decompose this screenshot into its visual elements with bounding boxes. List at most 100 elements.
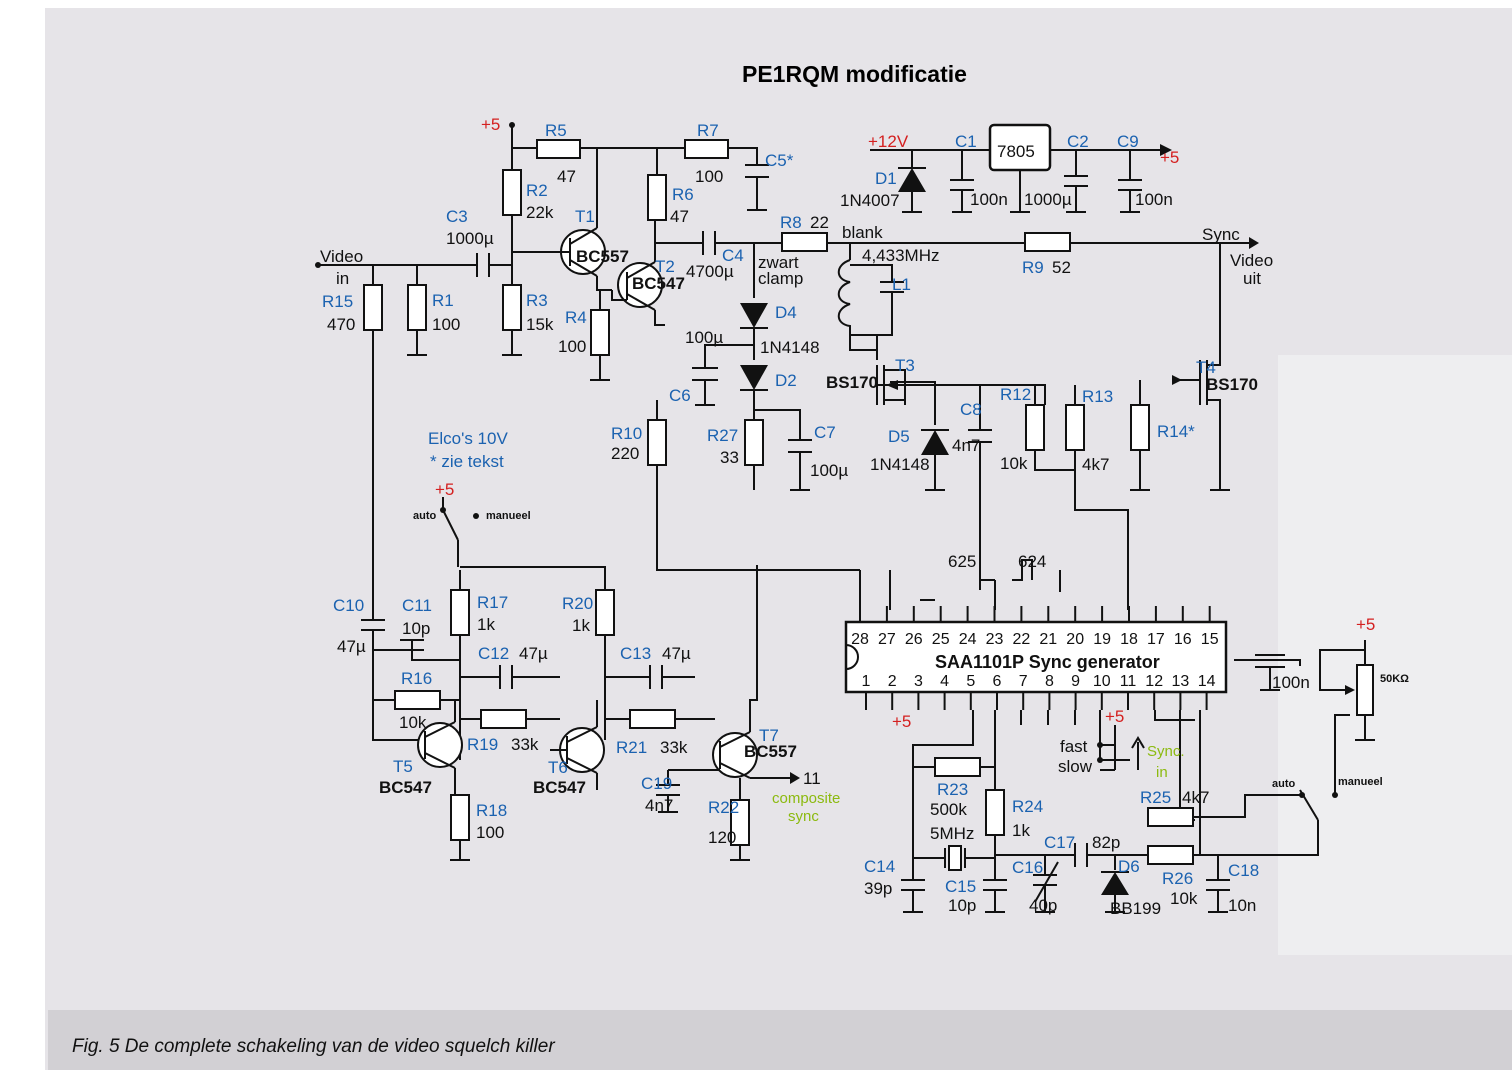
value-d5: 1N4148 — [870, 455, 930, 474]
ref-c3: C3 — [446, 207, 468, 226]
resistor-r13 — [1065, 404, 1085, 451]
value-u1: 7805 — [997, 142, 1035, 161]
ref-d5: D5 — [888, 427, 910, 446]
ref-c16: C16 — [1012, 858, 1043, 877]
ref-r7: R7 — [697, 121, 719, 140]
ic-pin-top: 15 — [1201, 631, 1219, 648]
elco-note: Elco's 10V — [428, 429, 508, 448]
resistor-r9 — [1024, 232, 1071, 252]
ref-d1: D1 — [875, 169, 897, 188]
fast-label: fast — [1060, 737, 1088, 756]
resistor-r21 — [629, 709, 676, 729]
output-pin-label: 11 — [803, 769, 821, 788]
ref-c15: C15 — [945, 877, 976, 896]
ref-l1: L1 — [892, 275, 911, 294]
elco-note-2: * zie tekst — [430, 452, 504, 471]
ref-c5: C5* — [765, 151, 794, 170]
sync-generator-core — [901, 640, 1375, 913]
resistor-r16 — [394, 690, 441, 710]
ref-r1: R1 — [432, 291, 454, 310]
value-r3: 15k — [526, 315, 554, 334]
value-t6: BC547 — [533, 778, 586, 797]
ref-r4: R4 — [565, 308, 587, 327]
crystal-freq-label: 4,433MHz — [862, 246, 939, 265]
ic-name: SAA1101P Sync generator — [935, 652, 1160, 672]
value-r15: 470 — [327, 315, 355, 334]
ref-r17: R17 — [477, 593, 508, 612]
zwart-clamp-label: zwart — [758, 253, 799, 272]
value-c18: 10n — [1228, 896, 1256, 915]
video-out-label: Video — [1230, 251, 1273, 270]
ic-pin-bottom: 12 — [1145, 673, 1163, 690]
ref-r9: R9 — [1022, 258, 1044, 277]
figure-caption: Fig. 5 De complete schakeling van de vid… — [72, 1036, 555, 1057]
ic-pin-top: 24 — [959, 631, 977, 648]
ref-r19: R19 — [467, 735, 498, 754]
ref-c10: C10 — [333, 596, 364, 615]
ref-r2: R2 — [526, 181, 548, 200]
ref-r6: R6 — [672, 185, 694, 204]
ref-r16: R16 — [401, 669, 432, 688]
value-r17: 1k — [477, 615, 495, 634]
ic-pin-bottom: 6 — [993, 673, 1002, 690]
ref-r21: R21 — [616, 738, 647, 757]
ic-pin-top: 23 — [986, 631, 1004, 648]
value-r23: 500k — [930, 800, 967, 819]
resistor-r25 — [1147, 807, 1194, 827]
ref-c7: C7 — [814, 423, 836, 442]
multivibrator-stage — [361, 497, 800, 861]
resistor-r5 — [536, 139, 581, 159]
resistor-r4 — [590, 309, 610, 356]
value-c19: 4n7 — [645, 796, 673, 815]
resistor-r24 — [985, 789, 1005, 836]
ref-t3: T3 — [895, 356, 915, 375]
ref-r24: R24 — [1012, 797, 1043, 816]
ic-pin-bottom: 10 — [1093, 673, 1111, 690]
value-t2: BC547 — [632, 274, 685, 293]
value-r24: 1k — [1012, 821, 1030, 840]
pot-value-label: 50KΩ — [1380, 673, 1409, 685]
ic-pin-top: 20 — [1066, 631, 1084, 648]
value-x1: 5MHz — [930, 824, 974, 843]
value-r10: 220 — [611, 444, 639, 463]
ref-r25: R25 — [1140, 788, 1171, 807]
ref-r10: R10 — [611, 424, 642, 443]
ref-c2: C2 — [1067, 132, 1089, 151]
supply-plus5-e: +5 — [1105, 707, 1124, 726]
resistor-r2 — [502, 169, 522, 216]
video-in-label-2: in — [336, 269, 349, 288]
resistor-r18 — [450, 794, 470, 841]
value-t1: BC557 — [576, 247, 629, 266]
ref-c12: C12 — [478, 644, 509, 663]
value-r20: 1k — [572, 616, 590, 635]
diode-d6 — [1101, 872, 1129, 895]
resistor-r3 — [502, 284, 522, 331]
value-r21: 33k — [660, 738, 688, 757]
diagram-title: PE1RQM modificatie — [742, 61, 967, 87]
value-r27: 33 — [720, 448, 739, 467]
value-r9: 52 — [1052, 258, 1071, 277]
ref-r8: R8 — [780, 213, 802, 232]
ic-pin-bottom: 1 — [862, 673, 871, 690]
ref-r20: R20 — [562, 594, 593, 613]
ref-c8: C8 — [960, 400, 982, 419]
ref-c17: C17 — [1044, 833, 1075, 852]
value-r18: 100 — [476, 823, 504, 842]
ref-d6: D6 — [1118, 857, 1140, 876]
value-r13: 4k7 — [1082, 455, 1109, 474]
manueel-label-top: manueel — [486, 510, 531, 522]
ref-c11: C11 — [402, 596, 432, 615]
ref-d4: D4 — [775, 303, 797, 322]
value-r19: 33k — [511, 735, 539, 754]
supply-plus5-c: +5 — [1356, 615, 1375, 634]
resistor-r14 — [1130, 404, 1150, 451]
value-c17: 82p — [1092, 833, 1120, 852]
value-r26: 10k — [1170, 889, 1198, 908]
ref-d2: D2 — [775, 371, 797, 390]
resistor-r1 — [407, 284, 427, 331]
value-c7: 100µ — [810, 461, 848, 480]
ref-c13: C13 — [620, 644, 651, 663]
ic-pin-top: 22 — [1013, 631, 1031, 648]
value-r1: 100 — [432, 315, 460, 334]
